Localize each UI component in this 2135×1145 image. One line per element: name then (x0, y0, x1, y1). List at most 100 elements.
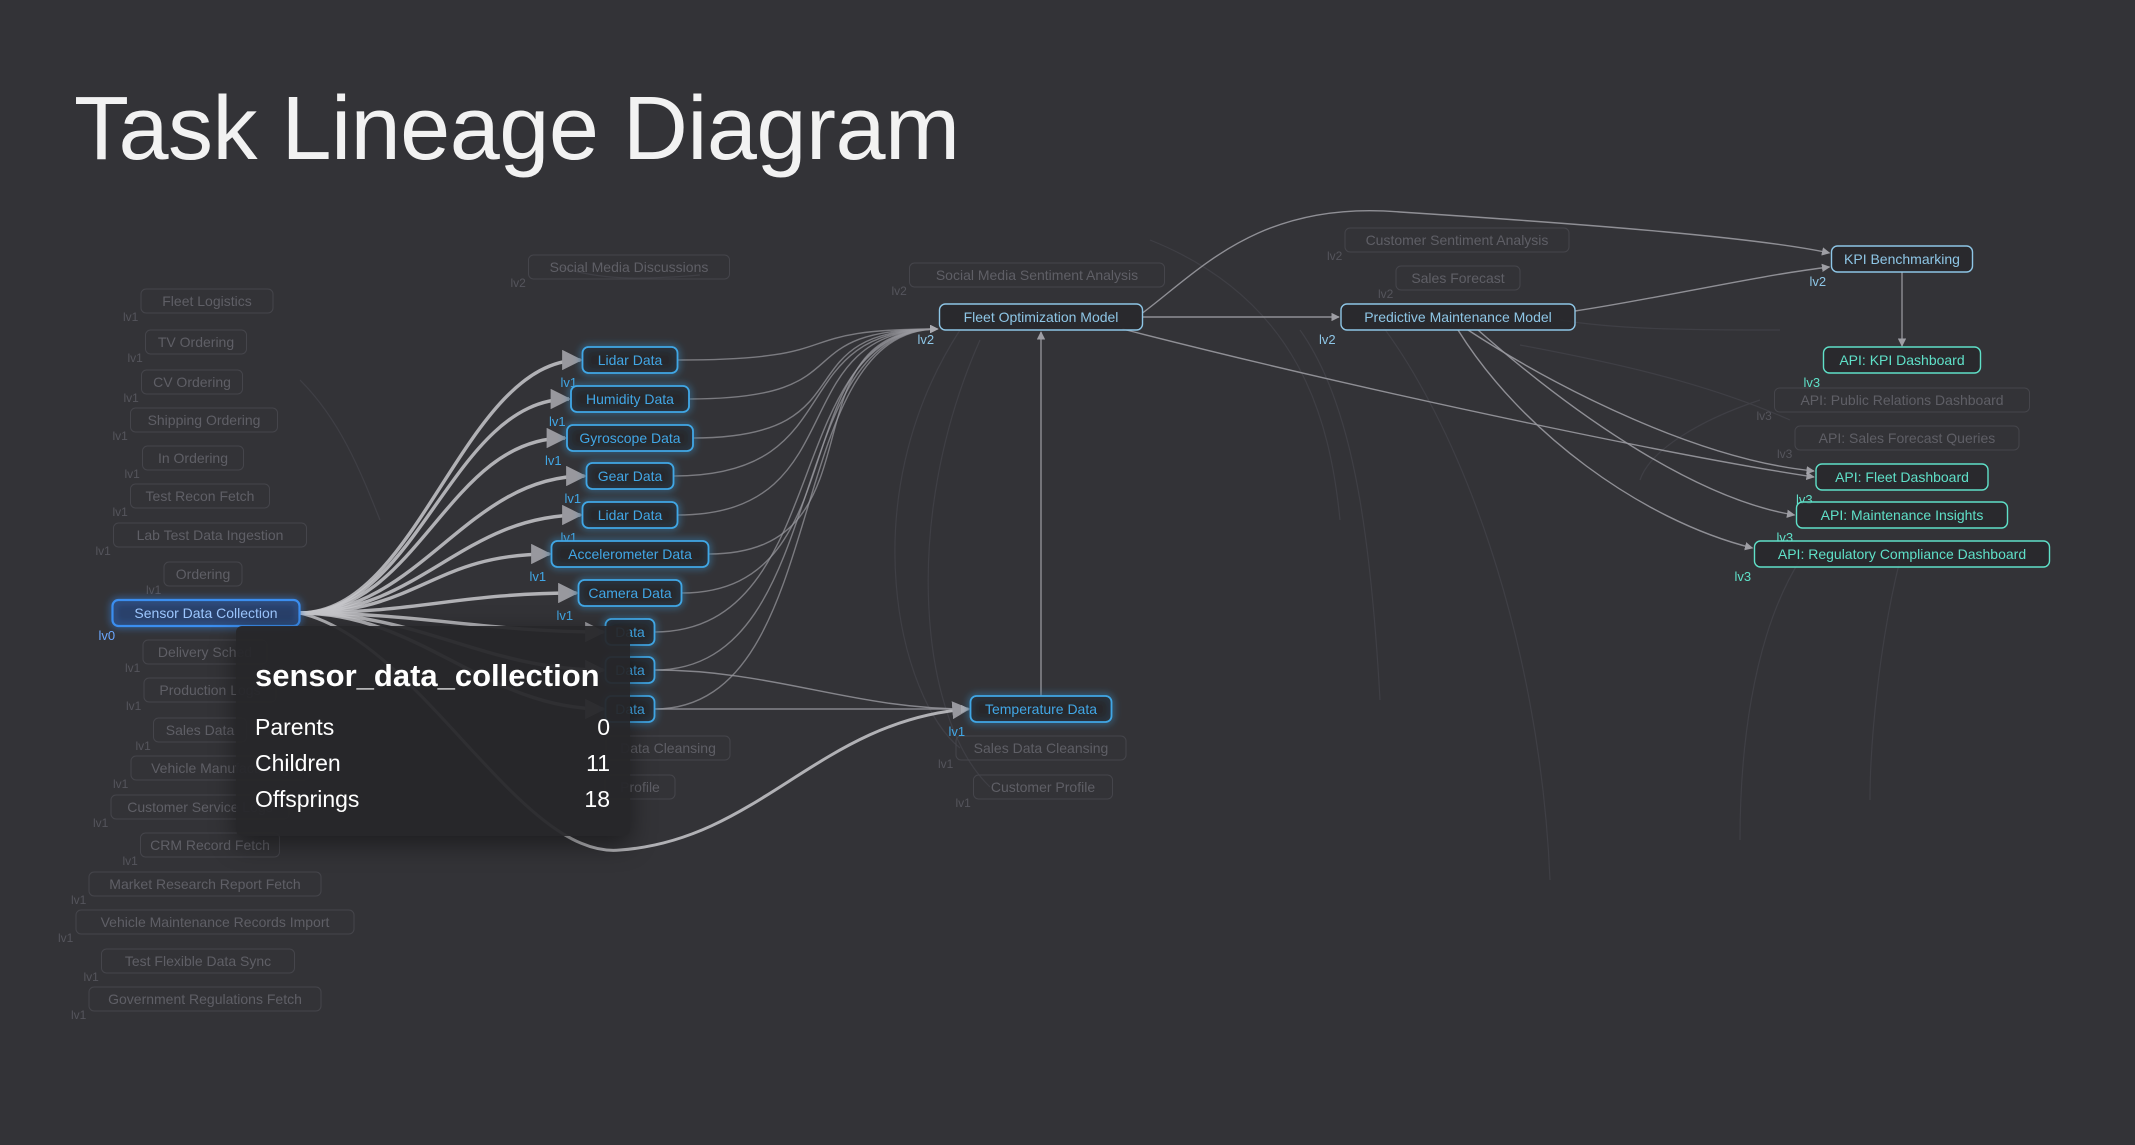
dimmed-node-government-regulations-fetch[interactable]: Government Regulations Fetch lv1 (71, 986, 322, 1022)
level-label: lv1 (84, 970, 100, 984)
node-api-kpi-dashboard[interactable]: API: KPI Dashboard lv3 (1804, 346, 1982, 390)
lineage-edge (299, 504, 583, 615)
level-label: lv1 (71, 1008, 87, 1022)
dimmed-edge (1639, 399, 1761, 481)
lineage-edge (1574, 263, 1831, 312)
level-label: lv1 (113, 505, 129, 519)
level-label: lv1 (565, 491, 582, 506)
node-accelerometer-data[interactable]: Accelerometer Data lv1 (530, 540, 710, 584)
node-label: Social Media Discussions (550, 259, 709, 275)
lineage-edge (1122, 328, 1815, 481)
level-label: lv1 (71, 893, 87, 907)
dimmed-node-test-recon-fetch[interactable]: Test Recon Fetch lv1 (113, 483, 270, 519)
node-label: Vehicle Maintenance Records Import (101, 914, 330, 930)
level-label: lv1 (96, 544, 112, 558)
node-label: Test Flexible Data Sync (125, 953, 271, 969)
node-label: CV Ordering (153, 374, 231, 390)
level-label: lv2 (1810, 274, 1827, 289)
node-label: Camera Data (588, 585, 671, 601)
dimmed-edge (1369, 309, 1551, 881)
tooltip-row-children: Children 11 (255, 750, 610, 777)
level-label: lv2 (918, 332, 935, 347)
lineage-edge (1467, 329, 1815, 475)
level-label: lv1 (938, 757, 954, 771)
level-label: lv1 (124, 391, 140, 405)
level-label: lv3 (1757, 409, 1773, 423)
tooltip-value: 18 (584, 786, 610, 812)
node-label: API: Public Relations Dashboard (1800, 392, 2003, 408)
dimmed-node-market-research-report-fetch[interactable]: Market Research Report Fetch lv1 (71, 871, 322, 907)
node-label: API: KPI Dashboard (1839, 352, 1964, 368)
dimmed-edge (559, 266, 701, 279)
node-label: Customer Profile (991, 779, 1095, 795)
dimmed-node-customer-profile[interactable]: Customer Profile lv1 (956, 774, 1113, 810)
node-label: Government Regulations Fetch (108, 991, 302, 1007)
tooltip-label: Children (255, 750, 341, 776)
node-label: Sensor Data Collection (134, 605, 277, 621)
level-label: lv2 (892, 284, 908, 298)
node-kpi-benchmarking[interactable]: KPI Benchmarking lv2 (1810, 245, 1974, 289)
dimmed-node-cv-ordering[interactable]: CV Ordering lv1 (124, 369, 243, 405)
node-tooltip: sensor_data_collection Parents 0 Childre… (236, 626, 630, 836)
node-label: API: Sales Forecast Queries (1819, 430, 1996, 446)
lineage-edge (677, 324, 939, 361)
node-label: Gyroscope Data (579, 430, 680, 446)
node-label: Temperature Data (985, 701, 1097, 717)
node-label: Humidity Data (586, 391, 674, 407)
node-label: Market Research Report Fetch (109, 876, 300, 892)
lineage-edge (299, 582, 579, 615)
lineage-edge (654, 669, 970, 714)
level-label: lv1 (949, 724, 966, 739)
lineage-edge (708, 324, 939, 555)
level-label: lv3 (1804, 375, 1821, 390)
dimmed-edge (1519, 344, 1791, 421)
node-label: Test Recon Fetch (146, 488, 255, 504)
node-label: Lidar Data (598, 507, 663, 523)
lineage-edge (299, 427, 568, 615)
lineage-edge (1457, 329, 1754, 551)
node-label: Sales Forecast (1411, 270, 1504, 286)
node-temperature-data[interactable]: Temperature Data lv1 (949, 695, 1113, 739)
node-label: Delivery Sched (158, 644, 252, 660)
lineage-edge (688, 324, 939, 400)
dimmed-node-test-flexible-data-sync[interactable]: Test Flexible Data Sync lv1 (84, 948, 295, 984)
lineage-edge (1142, 210, 1831, 314)
level-label: lv1 (956, 796, 972, 810)
node-label: KPI Benchmarking (1844, 251, 1960, 267)
node-label: Profile (620, 779, 660, 795)
dimmed-node-api-public-relations-dashboard[interactable]: API: Public Relations Dashboard lv3 (1757, 387, 2030, 423)
node-label: In Ordering (158, 450, 228, 466)
level-label: lv1 (530, 569, 547, 584)
node-label: Accelerometer Data (568, 546, 692, 562)
